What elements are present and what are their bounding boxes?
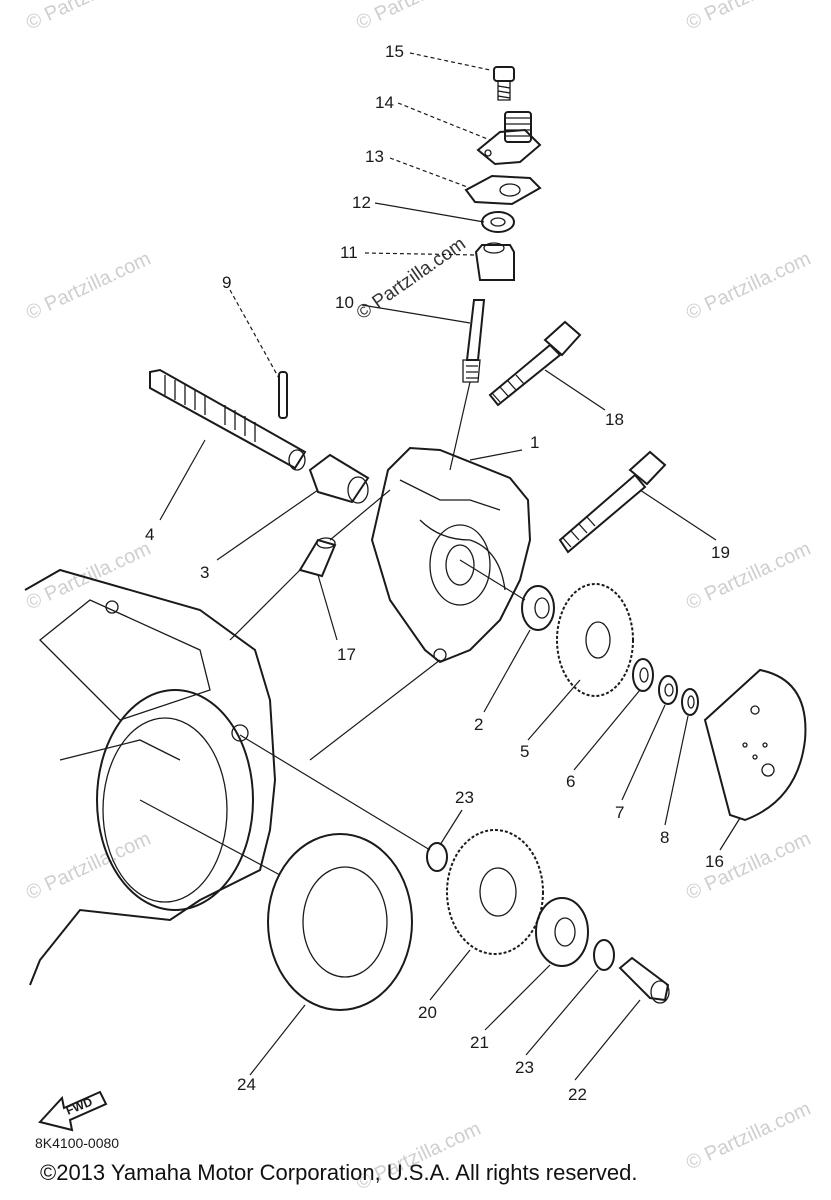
callout-22: 22: [568, 1085, 587, 1104]
watermark: © Partzilla.com: [23, 248, 154, 325]
part-12-seal: [481, 211, 515, 233]
callout-5: 5: [520, 742, 529, 761]
callout-3: 3: [200, 563, 209, 582]
part-23-circlip: [426, 842, 448, 872]
part-6-washer: [632, 658, 654, 692]
part-24-seal: [267, 833, 413, 1011]
part-16-plate: [703, 668, 807, 822]
callout-7: 7: [615, 803, 624, 822]
watermark: © Partzilla.com: [683, 0, 814, 35]
watermark: © Partzilla.com: [353, 0, 484, 35]
callout-13: 13: [365, 147, 384, 166]
callout-2: 2: [474, 715, 483, 734]
watermark: © Partzilla.com: [683, 248, 814, 325]
crankcase: [24, 568, 277, 986]
callout-15: 15: [385, 42, 404, 61]
callout-6: 6: [566, 772, 575, 791]
part-22-collar: [618, 956, 670, 1004]
part-18-bolt: [488, 320, 582, 407]
part-1-housing: [370, 446, 532, 664]
callout-12: 12: [352, 193, 371, 212]
part-23-washer: [593, 939, 615, 971]
part-8-washer: [681, 688, 699, 716]
callout-16: 16: [705, 852, 724, 871]
part-21-bearing: [535, 897, 589, 967]
callout-23-upper: 23: [455, 788, 474, 807]
callout-17: 17: [337, 645, 356, 664]
fwd-arrow-icon: FWD: [38, 1090, 108, 1132]
part-2-seal: [521, 585, 555, 631]
callout-14: 14: [375, 93, 394, 112]
part-11-bushing: [474, 242, 515, 281]
copyright-notice: ©2013 Yamaha Motor Corporation, U.S.A. A…: [40, 1160, 638, 1185]
part-17-dowel: [298, 537, 337, 578]
callout-20: 20: [418, 1003, 437, 1022]
callout-18: 18: [605, 410, 624, 429]
fwd-label: FWD: [64, 1094, 95, 1117]
part-5-gear: [556, 583, 634, 697]
callout-10: 10: [335, 293, 354, 312]
callout-8: 8: [660, 828, 669, 847]
callout-labels: 1 2 3 4 5 6 7 8 9 10 11 12 13 14 15 16 1…: [145, 42, 730, 1104]
watermark: © Partzilla.com: [23, 0, 154, 35]
part-4-kick-shaft: [149, 368, 307, 471]
callout-24: 24: [237, 1075, 256, 1094]
part-3-collar: [308, 453, 370, 504]
alignment-lines: [139, 381, 526, 876]
part-7-washer: [658, 675, 678, 705]
callout-23-lower: 23: [515, 1058, 534, 1077]
callout-9: 9: [222, 273, 231, 292]
part-13-gasket: [464, 174, 542, 206]
part-9-pin: [278, 371, 288, 419]
callout-21: 21: [470, 1033, 489, 1052]
part-15-screw: [493, 66, 515, 101]
part-20-gear: [446, 829, 544, 955]
watermark: © Partzilla.com: [353, 233, 470, 324]
callout-4: 4: [145, 525, 154, 544]
callout-1: 1: [530, 433, 539, 452]
watermark: © Partzilla.com: [23, 538, 154, 615]
watermark: © Partzilla.com: [683, 828, 814, 905]
part-10-shaft: [462, 299, 486, 383]
callout-leaders: [159, 52, 741, 1081]
drawing-code: 8K4100-0080: [35, 1135, 119, 1151]
watermark: © Partzilla.com: [683, 538, 814, 615]
callout-11: 11: [340, 243, 358, 262]
part-14-housing: [476, 111, 542, 166]
callout-19: 19: [711, 543, 730, 562]
part-19-bolt: [558, 450, 667, 554]
